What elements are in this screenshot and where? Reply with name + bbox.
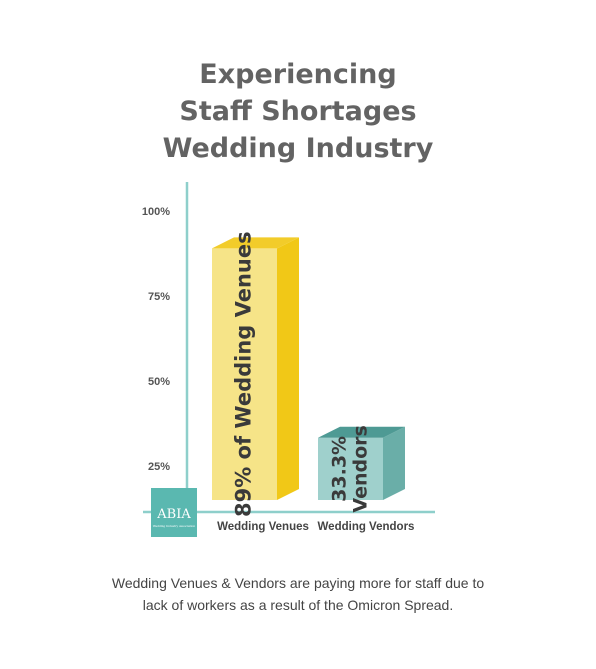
caption-line-2: lack of workers as a result of the Omicr…: [142, 597, 454, 613]
title-line-2: Staff Shortages: [179, 96, 417, 127]
caption-line-1: Wedding Venues & Vendors are paying more…: [111, 575, 485, 591]
abia-logo: ABIA Wedding Industry Association: [151, 488, 197, 537]
logo-background: [151, 488, 197, 537]
category-label: Wedding Vendors: [318, 521, 415, 533]
bar-top: [212, 237, 299, 249]
bar-label: 89% of Wedding Venues: [232, 231, 256, 517]
bar-wedding-vendors: 33.3%Vendors: [318, 425, 405, 513]
bar-side: [383, 426, 405, 500]
title-line-1: Experiencing: [199, 59, 397, 90]
bars: 89% of Wedding Venues 33.3%Vendors: [212, 231, 405, 517]
y-tick-label: 50%: [148, 376, 170, 388]
bar-top: [318, 426, 405, 438]
bar-side: [277, 237, 299, 500]
category-label: Wedding Venues: [217, 521, 309, 533]
title-line-3: Wedding Industry: [162, 133, 434, 164]
category-labels: Wedding Venues Wedding Vendors: [217, 521, 414, 533]
bar-wedding-venues: 89% of Wedding Venues: [212, 231, 299, 517]
chart-caption: Wedding Venues & Vendors are paying more…: [0, 572, 596, 616]
bar-front: [318, 437, 383, 500]
logo-subtext: Wedding Industry Association: [153, 524, 196, 528]
logo-text: ABIA: [156, 507, 191, 522]
bar-label: Vendors: [350, 425, 372, 512]
y-tick-label: 25%: [148, 461, 170, 473]
chart-title: Experiencing Staff Shortages Wedding Ind…: [0, 56, 596, 167]
bar-label: 33.3%: [329, 436, 351, 502]
y-tick-labels: 100% 75% 50% 25%: [142, 206, 170, 473]
y-tick-label: 100%: [142, 206, 170, 218]
y-tick-label: 75%: [148, 291, 170, 303]
bar-front: [212, 248, 277, 500]
